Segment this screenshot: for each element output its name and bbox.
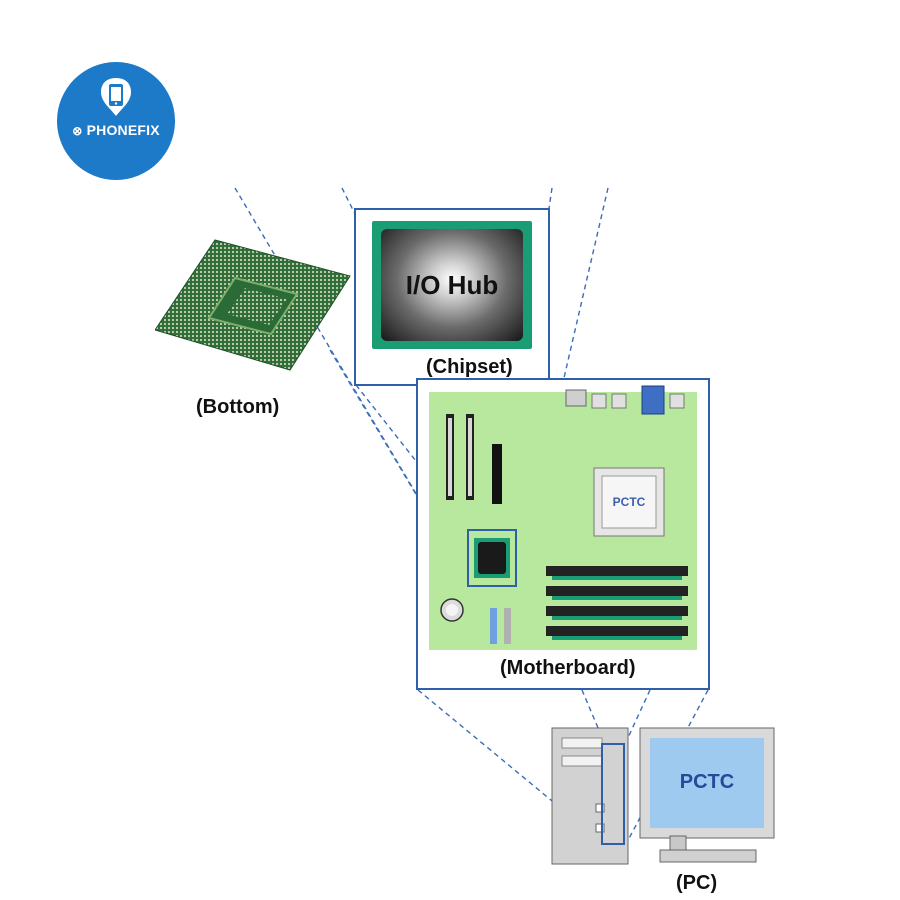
io-ports xyxy=(565,385,685,415)
chip-bottom-illustration xyxy=(155,239,351,371)
motherboard-components: PCTC xyxy=(440,385,688,644)
cpu-logo: PCTC xyxy=(613,495,646,509)
logo-brand-text: ⊗ PHONEFIX xyxy=(63,122,169,138)
io-hub-label: I/O Hub xyxy=(405,270,499,300)
io-hub-die xyxy=(381,229,523,341)
phone-repair-logo-icon xyxy=(101,78,131,116)
bottom-label: (Bottom) xyxy=(196,396,280,418)
close-circle-icon: ⊗ xyxy=(72,124,83,138)
monitor-screen-logo: PCTC xyxy=(680,771,734,793)
brand-name: PHONEFIX xyxy=(86,122,160,138)
motherboard-label: (Motherboard) xyxy=(500,657,636,679)
phonefix-logo: ⊗ PHONEFIX xyxy=(57,62,175,180)
pc-label: (PC) xyxy=(676,872,718,894)
chipset-label: (Chipset) xyxy=(426,356,513,378)
pc-illustration: PCTC xyxy=(551,727,775,865)
